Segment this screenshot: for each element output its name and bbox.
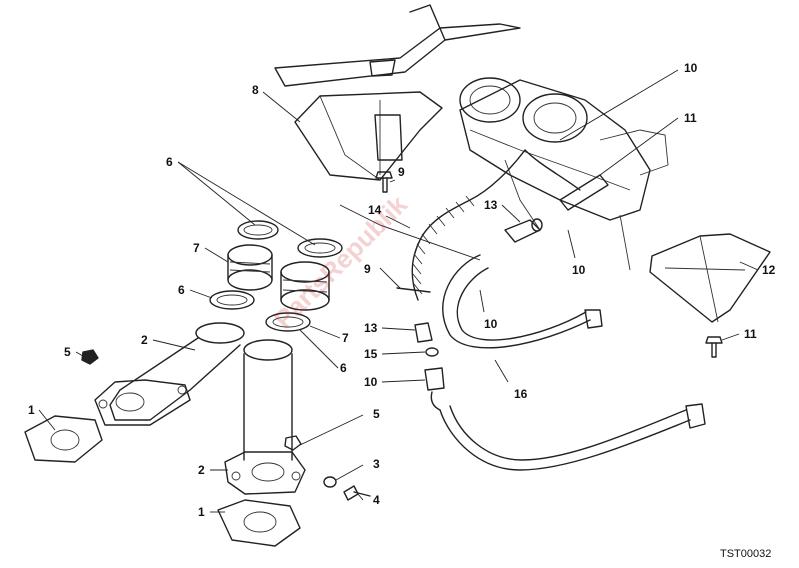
part-6-clamp-upper-right [297,238,343,258]
frame-tube [274,4,521,87]
callout-4: 4 [373,493,380,507]
part-13-connector-lower [414,322,433,343]
part-8-air-shield [294,91,443,181]
callout-6-mid: 6 [178,283,185,297]
part-1-gasket-left [24,415,103,463]
part-2-intake-manifold-right [224,339,306,495]
callout-11-b: 11 [684,111,697,125]
callout-9-upper: 9 [398,165,405,179]
callout-6-top: 6 [166,155,173,169]
part-14-spiral-hose [396,149,526,301]
part-16-hose-upper [442,254,603,349]
callout-7-left: 7 [193,241,200,255]
part-7-sleeve-right [280,261,330,311]
part-11-hose-b [559,174,609,211]
part-11-hose-a [524,149,581,191]
part-7-sleeve-left [227,244,273,291]
callout-5-left: 5 [64,345,71,359]
callout-2-left: 2 [141,333,148,347]
callout-10-c: 10 [484,317,498,331]
callout-10-b: 10 [364,375,378,389]
callout-12: 12 [762,263,776,277]
part-9-bolt-right [705,336,723,358]
part-3-washer [323,476,337,488]
callout-2-right: 2 [198,463,205,477]
leader-lines [38,69,759,513]
callout-3: 3 [373,457,380,471]
callout-1-left: 1 [28,403,35,417]
part-15-fitting [425,347,439,357]
part-13-connector-upper [504,218,543,243]
callout-14: 14 [368,203,382,217]
callout-7-right: 7 [342,331,349,345]
part-16-hose-lower [439,403,706,471]
part-6-clamp-lower-left [209,290,255,310]
callout-1-right: 1 [198,505,205,519]
callout-5-right: 5 [373,407,380,421]
callout-15: 15 [364,347,378,361]
part-1-gasket-right [217,499,301,547]
part-10-clip-lower [424,367,445,411]
callout-6-bottom: 6 [340,361,347,375]
callout-9-right: 11 [744,327,757,341]
part-6-clamp-upper-left [237,220,279,240]
callout-13-lower: 13 [364,321,378,335]
callout-13-upper: 13 [484,198,498,212]
callout-labels: 8 9 6 7 6 2 5 1 2 1 7 6 5 3 4 14 9 13 15… [28,61,776,519]
carburetor-assembly [459,77,669,271]
drawing-code: TST00032 [720,548,771,560]
part-2-intake-manifold-left [94,322,245,426]
part-9-bolt-upper [375,171,393,193]
callout-16: 16 [514,387,528,401]
part-5-nut-right [284,435,302,451]
callout-10-a: 9 [364,262,371,276]
part-6-clamp-lower-right [265,312,311,332]
part-12-side-cover [649,233,771,323]
watermark-text: PartsRepublik [268,189,413,334]
callout-8: 8 [252,83,259,97]
part-5-nut-left [81,349,99,365]
part-4-screw [343,485,371,501]
callout-10-d: 10 [572,263,586,277]
callout-11-a: 10 [684,61,698,75]
